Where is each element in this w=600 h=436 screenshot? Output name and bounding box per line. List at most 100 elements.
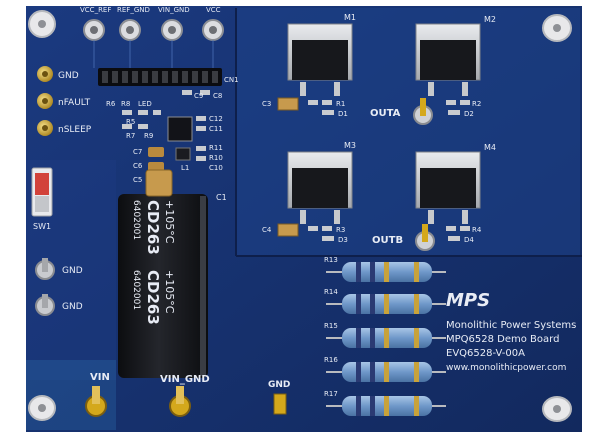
resistor-label-r15: R15 (324, 322, 338, 330)
terminal-label-vin-gnd: VIN_GND (160, 374, 210, 385)
header-label-vcc: VCC (206, 6, 221, 14)
resistor-r14: R14 (324, 288, 446, 314)
resistor-label-r14: R14 (324, 288, 338, 296)
terminal-gnd (273, 393, 287, 415)
capacitor-label: C1 (216, 193, 227, 202)
part-label-c7: C7 (133, 148, 142, 156)
part-label-r1: R1 (336, 100, 345, 108)
resistor-label-r13: R13 (324, 256, 338, 264)
branding: MPS Monolithic Power Systems MPQ6528 Dem… (446, 290, 576, 373)
mosfet-label-m2: M2 (484, 15, 496, 24)
standoff-top-left (28, 10, 56, 38)
standoff-bottom-left (28, 395, 56, 421)
output-section: OUTA OUTB C3 C4 R1 D1 R2 D2 R3 D3 R4 D4 (262, 97, 482, 251)
mosfet-label-m1: M1 (344, 13, 356, 22)
capacitor-c1: C1 CD263 +105°C 6402001 CD263 +105°C 640… (118, 169, 227, 378)
testpoint-gnd (37, 66, 53, 82)
mps-logo: MPS (446, 290, 490, 311)
gnd-post-1 (35, 258, 55, 280)
mosfet-label-m3: M3 (344, 141, 356, 150)
resistor-r17: R17 (324, 390, 446, 416)
output-label-outa: OUTA (370, 108, 401, 119)
part-label-r8: R8 (121, 100, 130, 108)
mosfet-m2: M2 (415, 15, 496, 96)
resistor-label-r16: R16 (324, 356, 338, 364)
terminal-vin (85, 386, 107, 417)
header-label-vcc-ref: VCC_REF (80, 6, 111, 14)
bottom-terminals: VIN VIN_GND GND (85, 372, 290, 417)
cap-print-code-1: 6402001 (131, 200, 141, 240)
testpoint-label-nsleep: nSLEEP (58, 125, 92, 135)
output-post-outb (415, 224, 435, 251)
product-name: MPQ6528 Demo Board (446, 334, 559, 345)
cap-print-temp-1: +105°C (163, 200, 176, 244)
ic-chip (167, 116, 193, 142)
switch-sw1: SW1 (31, 167, 53, 231)
gnd-post-label-1: GND (62, 266, 83, 276)
connector-label: CN1 (224, 76, 239, 84)
part-label-c10: C10 (209, 164, 223, 172)
mosfet-label-m4: M4 (484, 143, 496, 152)
testpoint-label-nfault: nFAULT (58, 98, 91, 108)
output-label-outb: OUTB (372, 235, 403, 246)
resistor-label-r17: R17 (324, 390, 338, 398)
part-label-d1: D1 (338, 110, 348, 118)
standoff-bottom-right (542, 396, 572, 422)
part-label-led: LED (138, 100, 152, 108)
standoff-top-right (542, 14, 572, 42)
mosfet-m1: M1 (287, 13, 356, 96)
cap-print-series-2: CD263 (144, 270, 162, 325)
resistor-r15: R15 (324, 322, 446, 348)
part-label-r9: R9 (144, 132, 153, 140)
terminal-label-gnd: GND (268, 380, 290, 390)
header-post-vin-gnd (161, 19, 183, 41)
resistor-bank: R13 R14 R15 R16 R17 (324, 256, 446, 416)
part-label-r4: R4 (472, 226, 482, 234)
connector-cn1: CN1 (98, 68, 239, 86)
part-label-r7: R7 (126, 132, 135, 140)
testpoint-nfault (37, 93, 53, 109)
part-label-c6: C6 (133, 162, 143, 170)
gnd-posts-left: GND GND (35, 258, 83, 316)
part-label-d4: D4 (464, 236, 474, 244)
testpoint-label-gnd: GND (58, 71, 79, 81)
part-label-l1: L1 (181, 164, 189, 172)
header-post-vcc-ref (83, 19, 105, 41)
part-label-c12: C12 (209, 115, 223, 123)
header-post-vcc (202, 19, 224, 41)
part-label-d3: D3 (338, 236, 348, 244)
left-testpoints: GND nFAULT nSLEEP (37, 66, 92, 136)
header-post-ref-gnd (119, 19, 141, 41)
part-label-d2: D2 (464, 110, 474, 118)
part-label-r2: R2 (472, 100, 481, 108)
header-label-ref-gnd: REF_GND (117, 6, 150, 14)
part-label-c4: C4 (262, 226, 272, 234)
website: www.monolithicpower.com (446, 363, 566, 373)
gnd-post-label-2: GND (62, 302, 83, 312)
part-label-r3: R3 (336, 226, 345, 234)
gnd-post-2 (35, 294, 55, 316)
top-header: VCC_REF REF_GND VIN_GND VCC (80, 6, 224, 41)
ic-cluster: R6 R8 LED R7 R9 C12 C11 C7 C6 R11 R10 L1… (106, 90, 223, 184)
part-label-c8: C8 (213, 92, 222, 100)
part-number: EVQ6528-V-00A (446, 348, 525, 359)
cap-print-code-2: 6402001 (131, 270, 141, 310)
terminal-label-vin: VIN (90, 372, 110, 383)
output-post-outa (413, 98, 433, 125)
terminal-vin-gnd (169, 386, 191, 417)
mosfet-m4: M4 (415, 143, 496, 224)
switch-label: SW1 (33, 222, 51, 231)
part-label-c9: C9 (194, 92, 203, 100)
part-label-r10: R10 (209, 154, 223, 162)
cap-print-series-1: CD263 (144, 200, 162, 255)
mosfet-m3: M3 (287, 141, 356, 224)
part-label-r5: R5 (126, 118, 135, 126)
part-label-c11: C11 (209, 125, 223, 133)
company-name: Monolithic Power Systems (446, 320, 576, 331)
testpoint-nsleep (37, 120, 53, 136)
cap-print-temp-2: +105°C (163, 270, 176, 314)
part-label-c5: C5 (133, 176, 142, 184)
part-label-r11: R11 (209, 144, 223, 152)
part-label-r6: R6 (106, 100, 116, 108)
